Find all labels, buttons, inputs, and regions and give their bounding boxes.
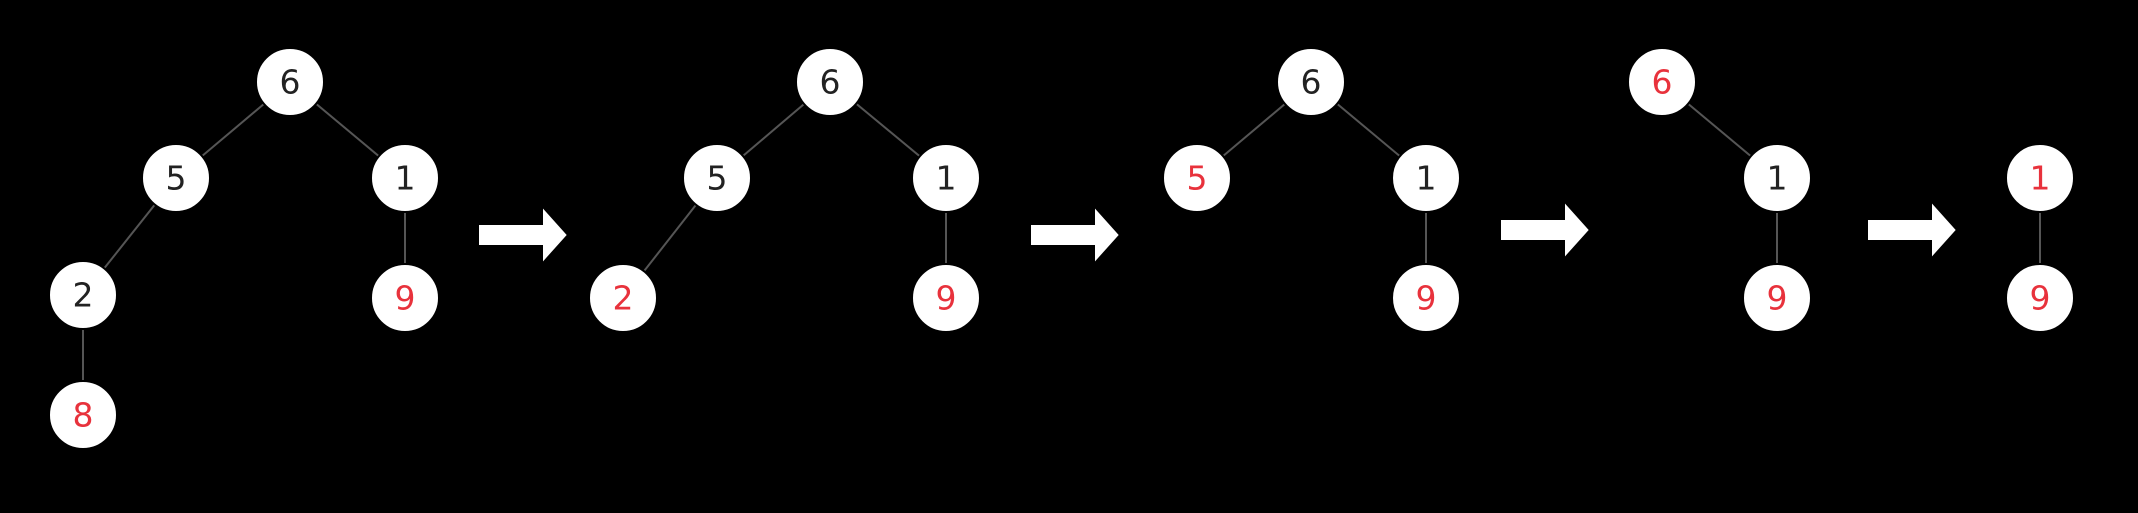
node-label: 1 bbox=[1416, 159, 1437, 198]
node-label: 9 bbox=[1767, 279, 1788, 318]
node-circle bbox=[1276, 47, 1346, 117]
tree-5-node-1: 1 bbox=[2005, 143, 2075, 213]
tree-1-node-2: 2 bbox=[48, 260, 118, 330]
node-circle bbox=[2005, 143, 2075, 213]
node-circle bbox=[2005, 263, 2075, 333]
tree-1-node-6: 6 bbox=[255, 47, 325, 117]
tree-1-node-5: 5 bbox=[141, 143, 211, 213]
node-label: 6 bbox=[280, 63, 301, 102]
node-label: 2 bbox=[73, 276, 94, 315]
tree-3-node-9: 9 bbox=[1391, 263, 1461, 333]
tree-1-node-8: 8 bbox=[48, 380, 118, 450]
node-label: 9 bbox=[936, 279, 957, 318]
arrow-icon bbox=[1866, 198, 1959, 262]
node-label: 9 bbox=[1416, 279, 1437, 318]
tree-4-node-9: 9 bbox=[1742, 263, 1812, 333]
node-circle bbox=[141, 143, 211, 213]
tree-4-node-1: 1 bbox=[1742, 143, 1812, 213]
arrow-icon bbox=[477, 203, 570, 267]
node-circle bbox=[795, 47, 865, 117]
node-circle bbox=[911, 263, 981, 333]
node-circle bbox=[1627, 47, 1697, 117]
arrows-layer bbox=[477, 198, 1959, 267]
node-label: 5 bbox=[166, 159, 187, 198]
node-label: 9 bbox=[2030, 279, 2051, 318]
arrow-icon bbox=[1029, 203, 1122, 267]
tree-1-node-1: 1 bbox=[370, 143, 440, 213]
node-circle bbox=[1162, 143, 1232, 213]
node-label: 6 bbox=[820, 63, 841, 102]
node-label: 5 bbox=[1187, 159, 1208, 198]
node-label: 6 bbox=[1301, 63, 1322, 102]
tree-4-node-6: 6 bbox=[1627, 47, 1697, 117]
tree-2-node-9: 9 bbox=[911, 263, 981, 333]
tree-3-node-6: 6 bbox=[1276, 47, 1346, 117]
node-label: 8 bbox=[73, 396, 94, 435]
node-circle bbox=[1391, 263, 1461, 333]
tree-1-node-9: 9 bbox=[370, 263, 440, 333]
tree-2-node-5: 5 bbox=[682, 143, 752, 213]
node-circle bbox=[370, 143, 440, 213]
node-circle bbox=[48, 260, 118, 330]
node-circle bbox=[1742, 263, 1812, 333]
tree-5-node-9: 9 bbox=[2005, 263, 2075, 333]
node-circle bbox=[682, 143, 752, 213]
tree-3-node-1: 1 bbox=[1391, 143, 1461, 213]
node-label: 2 bbox=[613, 279, 634, 318]
tree-2-node-1: 1 bbox=[911, 143, 981, 213]
node-circle bbox=[255, 47, 325, 117]
tree-2-node-6: 6 bbox=[795, 47, 865, 117]
node-label: 1 bbox=[2030, 159, 2051, 198]
node-label: 9 bbox=[395, 279, 416, 318]
node-label: 5 bbox=[707, 159, 728, 198]
node-circle bbox=[911, 143, 981, 213]
node-circle bbox=[370, 263, 440, 333]
node-circle bbox=[1391, 143, 1461, 213]
node-circle bbox=[1742, 143, 1812, 213]
node-label: 1 bbox=[1767, 159, 1788, 198]
arrow-icon bbox=[1499, 198, 1592, 262]
tree-2-node-2: 2 bbox=[588, 263, 658, 333]
node-circle bbox=[48, 380, 118, 450]
node-label: 1 bbox=[395, 159, 416, 198]
node-label: 1 bbox=[936, 159, 957, 198]
node-label: 6 bbox=[1652, 63, 1673, 102]
tree-3-node-5: 5 bbox=[1162, 143, 1232, 213]
node-circle bbox=[588, 263, 658, 333]
